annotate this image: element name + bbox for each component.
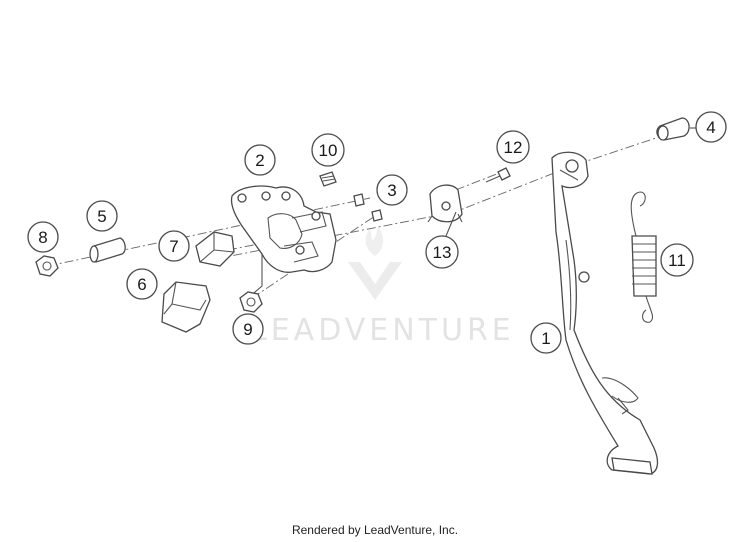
callout-7: 7 [158,230,190,262]
pivot-bolt-part [656,117,690,141]
callout-10: 10 [311,133,345,167]
callout-label: 11 [668,251,686,270]
callout-1: 1 [530,322,562,354]
callout-label: 8 [38,228,47,247]
footer-credit: Rendered by LeadVenture, Inc. [291,523,459,537]
callout-5: 5 [86,200,118,232]
screw-part [319,171,337,187]
callout-label: 10 [319,141,338,160]
callout-label: 6 [137,275,146,294]
switch-part [195,231,235,267]
watermark: LEADVENTURE [250,226,515,348]
sleeve-part [89,237,126,263]
cover-clip-part [427,184,463,223]
screw-part [485,167,511,183]
bolt-part [353,193,383,222]
bracket-plate-part [230,185,337,299]
nut-part [239,291,263,313]
callout-12: 12 [496,130,530,164]
callout-label: 2 [255,151,264,170]
callout-6: 6 [126,268,158,300]
callout-4: 4 [695,111,727,143]
callout-13: 13 [425,235,459,269]
watermark-logo [348,262,402,300]
callout-label: 1 [541,329,550,348]
callout-3: 3 [376,174,408,206]
callout-label: 5 [97,207,106,226]
watermark-text: LEADVENTURE [250,313,515,348]
callout-label: 4 [706,118,715,137]
callout-11: 11 [660,243,694,277]
callout-label: 12 [504,138,523,157]
nut-part [35,255,59,277]
side-stand-part [551,151,659,475]
callout-label: 3 [387,181,396,200]
callout-8: 8 [27,221,59,253]
callout-2: 2 [244,144,276,176]
spring-part [630,191,657,323]
callout-label: 13 [433,243,452,262]
watermark-flame [365,226,384,256]
callout-label: 9 [243,320,252,339]
callout-label: 7 [169,237,178,256]
switch-housing-part [161,281,211,333]
callout-9: 9 [232,313,264,345]
